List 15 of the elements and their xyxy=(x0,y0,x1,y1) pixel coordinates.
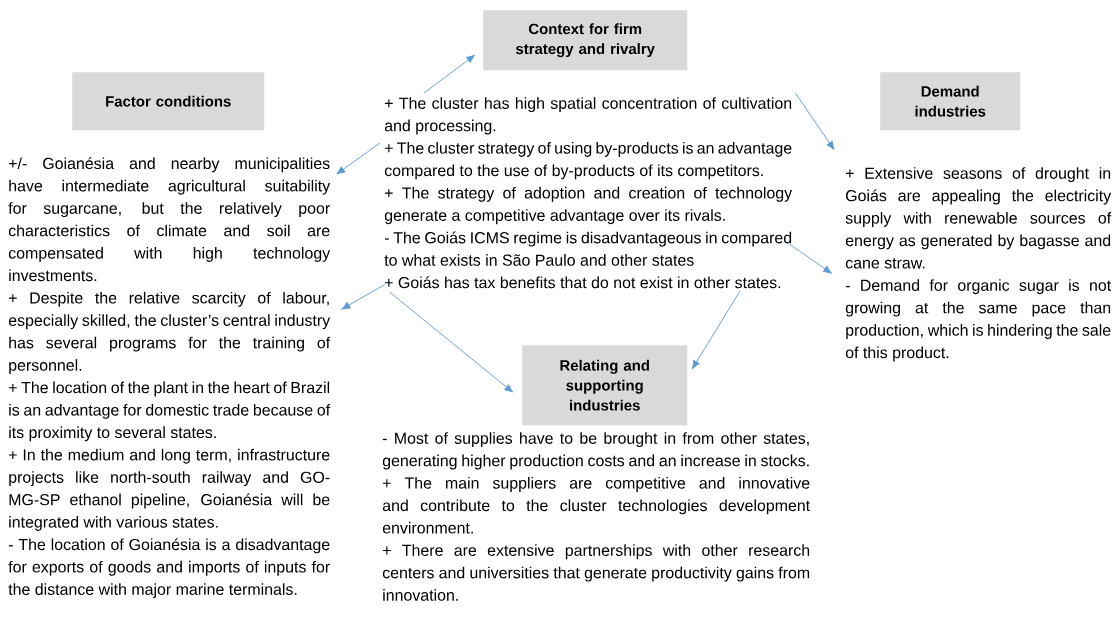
heading-box: Relating and supporting industries xyxy=(522,345,688,426)
arrow xyxy=(787,243,833,274)
bullet-text: + The cluster has high spatial concentration of cultivation and processing. + The cluster strategy of using by-products is an advantage compared to the use of by-products of its competitors. + The strategy of adoption and creation of technology generate a competitive advantage over its rivals. - The Goiás ICMS regime is disadvantageous in compared to what exists in São Paulo and other states + Goiás has tax benefits that do not exist in other states. xyxy=(384,97,793,289)
arrow xyxy=(336,142,381,175)
heading-box: Factor conditions xyxy=(72,72,265,131)
heading-box: Context for firm strategy and rivalry xyxy=(483,10,688,71)
arrow xyxy=(341,284,386,310)
arrow xyxy=(423,54,476,94)
arrow xyxy=(389,292,514,393)
arrow xyxy=(691,290,741,370)
arrow xyxy=(794,92,835,150)
bullet-text: +/- Goianésia and nearby municipalities have intermediate agricultural suitability for sugarcane, but the relatively poor characteristics of climate and soil are compensated with high technology investments. + Despite the relative scarcity of labour, especially skilled, the cluster’s central industry has several programs for the training of personnel. + The location of the plant in the heart of Brazil is an advantage for domestic trade because of its proximity to several states. + In the medium and long term, infrastructure projects like north-south railway and GO-MG-SP ethanol pipeline, Goianésia will be integrated with various states. - The location of Goianésia is a disadvantage for exports of goods and imports of inputs for the distance with major marine terminals. xyxy=(8,157,331,599)
bullet-text: - Most of supplies have to be brought in from other states, generating higher production costs and an increase in stocks. + The main suppliers are competitive and innovative and contribute to the cluster technologies development environment. + There are extensive partnerships with other research centers and universities that generate productivity gains from innovation. xyxy=(382,432,810,601)
bullet-text: + Extensive seasons of drought in Goiás are appealing the electricity supply with renewable sources of energy as generated by bagasse and cane straw. - Demand for organic sugar is not growing at the same pace than production, which is hindering the sale of this product. xyxy=(845,167,1112,362)
heading-box: Demand industries xyxy=(880,72,1021,131)
